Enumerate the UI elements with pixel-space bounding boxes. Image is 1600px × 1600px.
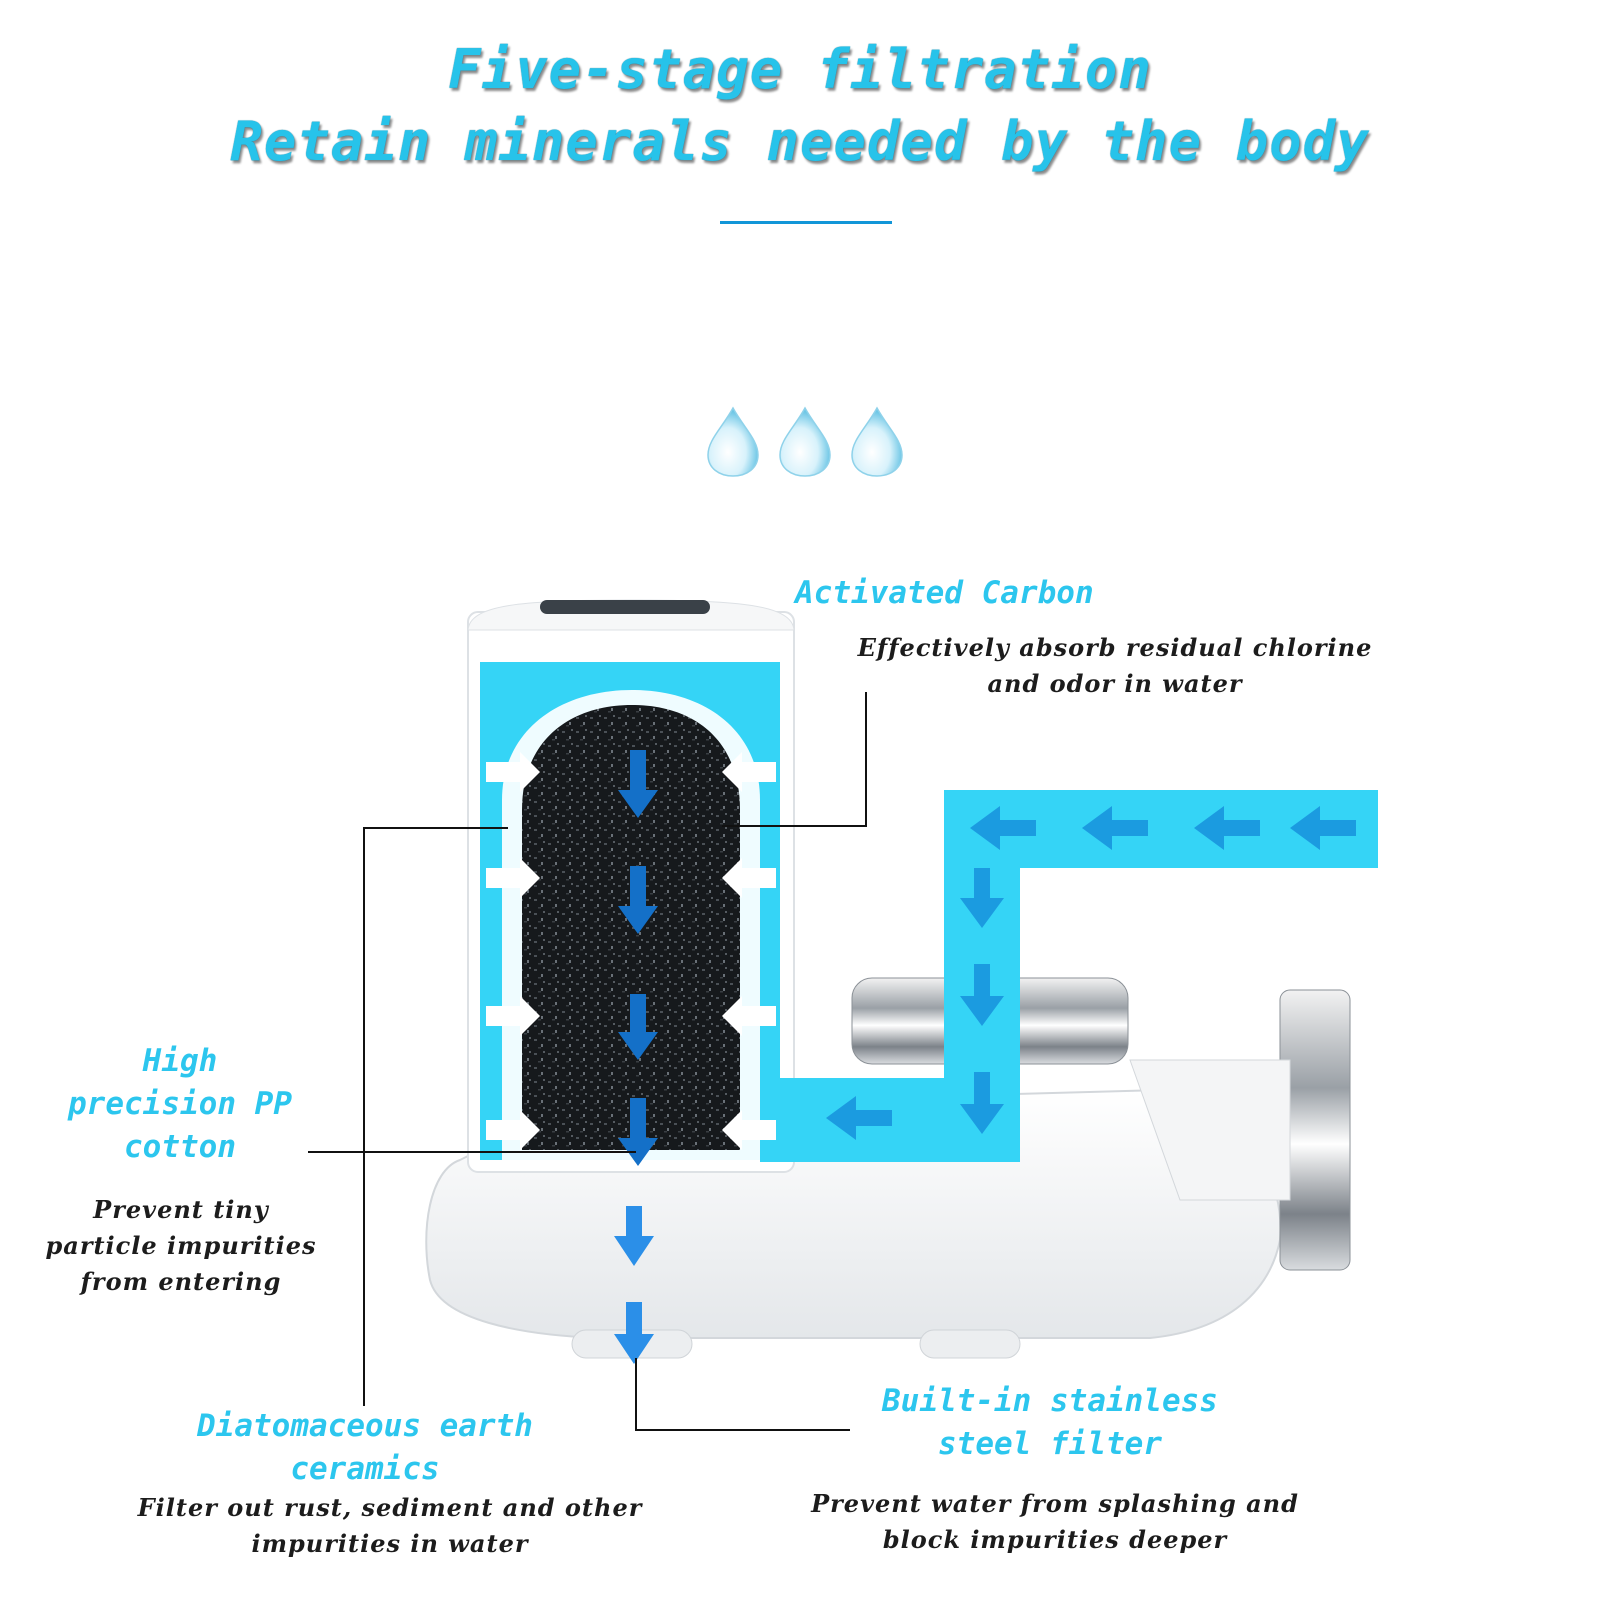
desc-line: Prevent water from splashing and [811,1489,1299,1518]
title-line: Diatomaceous earth [197,1408,533,1444]
desc-line: impurities in water [251,1529,529,1558]
arrow-right-icon [486,1110,540,1150]
arrow-down-icon [614,1206,654,1266]
arrow-down-icon [960,1072,1004,1134]
foot-right [919,1329,1021,1359]
activated-carbon-desc: Effectively absorb residual chlorine and… [790,630,1440,702]
water-drops [707,406,903,477]
arrow-down-icon [960,964,1004,1026]
arrow-left-icon [722,858,776,898]
desc-line: Effectively absorb residual chlorine [857,633,1373,662]
pp-cotton-title: High precision PP cotton [30,1040,330,1169]
water-drop-icon [851,406,903,477]
arrow-left-icon [722,1110,776,1150]
arrow-down-icon [618,1098,658,1166]
arrow-down-icon [618,750,658,818]
cap-dial [540,600,710,614]
desc-line: Prevent tiny [93,1195,269,1224]
desc-line: from entering [80,1267,282,1296]
stainless-title: Built-in stainless steel filter [840,1380,1260,1466]
arrow-left-icon [722,752,776,792]
activated-carbon-title: Activated Carbon [795,575,1094,611]
desc-line: block impurities deeper [882,1525,1228,1554]
leader-activated-carbon [722,692,867,827]
arrow-right-icon [486,752,540,792]
arrow-left-icon [722,996,776,1036]
diatomaceous-desc: Filter out rust, sediment and other impu… [60,1490,720,1562]
leader-stainless [635,1358,850,1431]
arrow-right-icon [486,858,540,898]
title-line: High [142,1043,218,1079]
title-divider [720,221,892,224]
title-line: steel filter [938,1426,1162,1462]
arrow-right-icon [486,996,540,1036]
arrow-down-icon [960,868,1004,928]
desc-line: Filter out rust, sediment and other [137,1493,643,1522]
arrow-left-icon [1290,806,1356,850]
title-line: ceramics [290,1451,440,1487]
pp-cotton-desc: Prevent tiny particle impurities from en… [0,1192,362,1300]
title-line: Built-in stainless [882,1383,1218,1419]
side-arm [1129,1059,1291,1201]
diatomaceous-title: Diatomaceous earth ceramics [160,1405,570,1491]
arrow-left-icon [826,1096,892,1140]
desc-line: particle impurities [45,1231,317,1260]
desc-line: and odor in water [987,669,1243,698]
arrow-down-icon [614,1302,654,1364]
headline-line-1: Five-stage filtration [448,38,1152,101]
arrow-left-icon [1194,806,1260,850]
arrow-left-icon [970,806,1036,850]
headline-line-2: Retain minerals needed by the body [230,110,1370,173]
flow-arrows [486,750,1356,1364]
water-drop-icon [779,406,831,477]
leader-lines [308,692,867,1431]
water-drop-icon [707,406,759,477]
leader-diatomaceous [363,827,508,1406]
arrow-left-icon [1082,806,1148,850]
arrow-down-icon [618,994,658,1060]
arrow-down-icon [618,866,658,934]
title-line: precision PP [68,1086,292,1122]
title-line: cotton [124,1129,236,1165]
stainless-desc: Prevent water from splashing and block i… [760,1486,1350,1558]
carbon-core [522,705,740,1150]
